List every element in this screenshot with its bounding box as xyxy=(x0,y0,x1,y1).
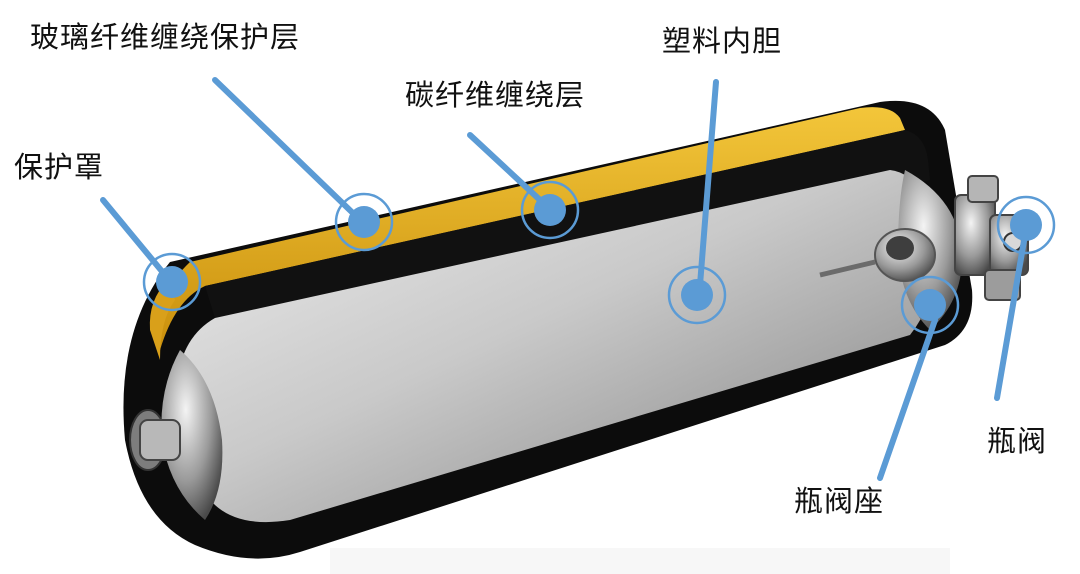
label-glass-fiber-layer: 玻璃纤维缠绕保护层 xyxy=(30,20,301,54)
base-strip xyxy=(330,548,950,574)
carbon-fiber-layer xyxy=(205,130,930,318)
label-valve: 瓶阀 xyxy=(987,424,1048,458)
plastic-liner xyxy=(176,170,936,523)
marker-valve xyxy=(996,195,1056,255)
callout-line-liner xyxy=(697,79,719,288)
callout-line-carbon xyxy=(467,132,543,203)
callout-line-valve xyxy=(994,232,1028,401)
glass-fiber-layer xyxy=(158,107,905,350)
marker-plastic-liner xyxy=(667,265,727,325)
label-valve-seat: 瓶阀座 xyxy=(794,484,885,518)
marker-valve-seat xyxy=(900,275,960,335)
marker-carbon-fiber xyxy=(520,180,580,240)
marker-protective-cover xyxy=(142,252,202,312)
valve-seat-bore xyxy=(886,236,914,260)
left-end-fitting xyxy=(129,350,223,520)
label-carbon-fiber-layer: 碳纤维缠绕层 xyxy=(405,78,586,112)
callout-markers xyxy=(142,180,1056,335)
callout-lines xyxy=(100,77,1028,481)
valve-assembly xyxy=(954,175,1029,301)
callout-line-glass xyxy=(212,77,361,221)
callout-line-seat xyxy=(877,317,938,481)
callout-line-cover xyxy=(100,197,168,278)
label-plastic-liner: 塑料内胆 xyxy=(662,24,783,58)
dip-tube xyxy=(819,259,876,278)
marker-glass-fiber xyxy=(334,192,394,252)
label-protective-cover: 保护罩 xyxy=(14,150,105,184)
fiber-layer-left-edge xyxy=(149,280,175,360)
